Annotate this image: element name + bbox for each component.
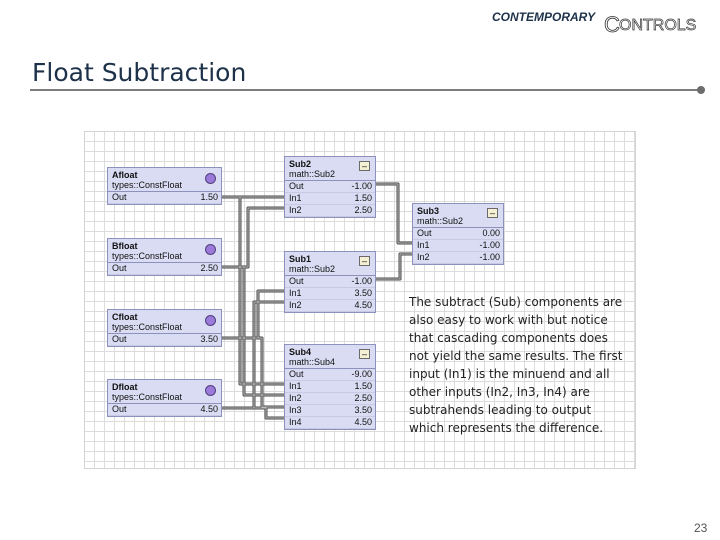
slot-label: Out [112,404,127,414]
slot-value: -1.00 [479,252,500,262]
slot-row[interactable]: In1 3.50 [285,288,375,300]
slot-value: -1.00 [479,240,500,250]
slot-row[interactable]: In1 1.50 [285,381,375,393]
block-name: Sub2 [289,159,312,169]
slot-label: In3 [289,405,302,415]
block-name: Sub4 [289,347,312,357]
block-type: types::ConstFloat [108,322,221,334]
slot-row[interactable]: Out 3.50 [108,334,221,346]
block-type: math::Sub2 [285,169,375,181]
block-name: Cfloat [112,312,138,322]
svg-text:CONTEMPORARY: CONTEMPORARY [492,10,596,24]
block-type: types::ConstFloat [108,392,221,404]
slot-label: In2 [289,205,302,215]
slot-value: 2.50 [354,205,372,215]
slot-label: Out [112,334,127,344]
status-dot-icon [205,315,216,326]
status-dot-icon [205,173,216,184]
slot-label: In1 [289,193,302,203]
afloat-block[interactable]: Afloat types::ConstFloat Out 1.50 [107,167,222,205]
block-type: math::Sub2 [413,216,503,228]
sub2-block[interactable]: Sub2 math::Sub2 Out -1.00 In1 1.50 In2 2.50… [284,156,376,218]
slot-label: Out [112,263,127,273]
block-type: math::Sub2 [285,264,375,276]
block-name: Bfloat [112,241,138,251]
slot-label: Out [289,369,304,379]
slot-row[interactable]: In2 2.50 [285,393,375,405]
collapse-icon[interactable]: – [359,161,370,171]
collapse-icon[interactable]: – [359,256,370,266]
slot-value: 3.50 [200,334,218,344]
sub1-block[interactable]: Sub1 math::Sub2 Out -1.00 In1 3.50 In2 4.50… [284,251,376,313]
slot-value: 1.50 [354,381,372,391]
slot-label: In2 [289,300,302,310]
slot-value: 3.50 [354,288,372,298]
title-divider-dot [697,86,705,94]
svg-text:ONTROLS: ONTROLS [619,17,696,34]
bfloat-block[interactable]: Bfloat types::ConstFloat Out 2.50 [107,238,222,276]
page-number: 23 [694,521,708,535]
slot-value: 4.50 [354,300,372,310]
slot-row[interactable]: In4 4.50 [285,417,375,429]
status-dot-icon [205,244,216,255]
slot-row[interactable]: In2 2.50 [285,205,375,217]
collapse-icon[interactable]: – [359,349,370,359]
slot-value: 4.50 [354,417,372,427]
slot-row[interactable]: Out 1.50 [108,192,221,204]
slot-value: 2.50 [200,263,218,273]
slot-value: 2.50 [354,393,372,403]
slot-row[interactable]: In1 -1.00 [413,240,503,252]
slot-label: Out [289,276,304,286]
block-name: Sub3 [417,206,440,216]
slot-value: -1.00 [351,181,372,191]
block-name: Dfloat [112,382,138,392]
slot-label: Out [112,192,127,202]
slot-row[interactable]: Out -1.00 [285,276,375,288]
dfloat-block[interactable]: Dfloat types::ConstFloat Out 4.50 [107,379,222,417]
sub4-block[interactable]: Sub4 math::Sub4 Out -9.00 In1 1.50 In2 2.50… [284,344,376,430]
slot-row[interactable]: In2 4.50 [285,300,375,312]
title-divider [30,89,702,91]
collapse-icon[interactable]: – [487,208,498,218]
slot-value: 1.50 [200,192,218,202]
block-name: Afloat [112,170,138,180]
slot-label: In1 [417,240,430,250]
slot-row[interactable]: Out 4.50 [108,404,221,416]
slot-label: Out [417,228,432,238]
slot-label: In4 [289,417,302,427]
slot-label: In2 [289,393,302,403]
slot-label: In1 [289,381,302,391]
slot-row[interactable]: Out 0.00 [413,228,503,240]
block-type: types::ConstFloat [108,180,221,192]
explanation-note: The subtract (Sub) components are also e… [409,295,623,435]
slot-value: 3.50 [354,405,372,415]
page-title: Float Subtraction [32,58,247,87]
slot-row[interactable]: Out -1.00 [285,181,375,193]
slot-value: -9.00 [351,369,372,379]
block-type: math::Sub4 [285,357,375,369]
slot-value: 1.50 [354,193,372,203]
status-dot-icon [205,385,216,396]
cfloat-block[interactable]: Cfloat types::ConstFloat Out 3.50 [107,309,222,347]
slot-row[interactable]: In1 1.50 [285,193,375,205]
block-type: types::ConstFloat [108,251,221,263]
slot-value: 4.50 [200,404,218,414]
slot-value: -1.00 [351,276,372,286]
slot-row[interactable]: Out -9.00 [285,369,375,381]
svg-text:C: C [604,12,620,34]
slot-label: In1 [289,288,302,298]
slot-value: 0.00 [482,228,500,238]
contemporary-controls-logo: CONTEMPORARY C ONTROLS [492,10,697,34]
slot-row[interactable]: Out 2.50 [108,263,221,275]
block-name: Sub1 [289,254,312,264]
slot-row[interactable]: In2 -1.00 [413,252,503,264]
slot-label: In2 [417,252,430,262]
slot-label: Out [289,181,304,191]
slot-row[interactable]: In3 3.50 [285,405,375,417]
